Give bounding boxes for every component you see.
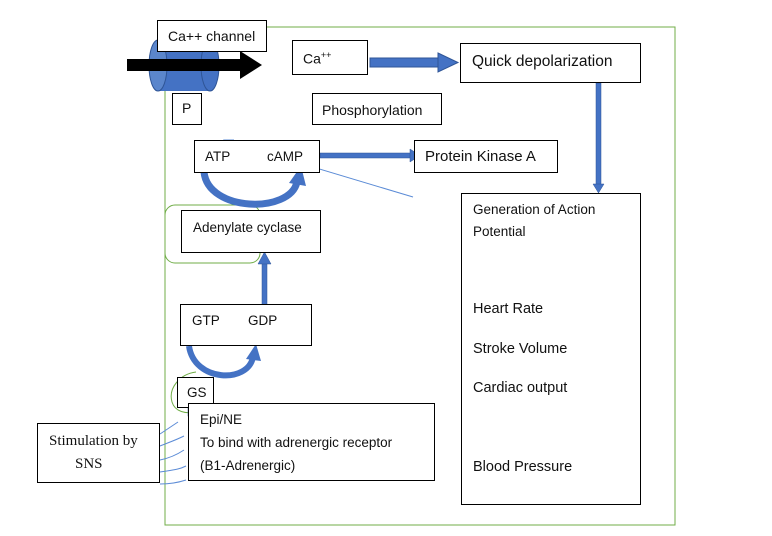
stroke-volume-label: Stroke Volume bbox=[473, 341, 568, 357]
sns-stimulation-box: Stimulation by SNS bbox=[37, 423, 160, 483]
depolarization-to-generation-arrow-icon bbox=[592, 82, 605, 194]
protein-kinase-a-label: Protein Kinase A bbox=[425, 148, 536, 165]
ca-channel-label: Ca++ channel bbox=[168, 28, 256, 44]
blood-pressure-label: Blood Pressure bbox=[473, 459, 573, 475]
gs-highlight-arc bbox=[170, 371, 197, 414]
heart-rate-label: Heart Rate bbox=[473, 301, 544, 317]
cardiac-output-label: Cardiac output bbox=[473, 380, 568, 396]
gs-box: GS bbox=[177, 377, 214, 408]
quick-depolarization-label: Quick depolarization bbox=[472, 53, 613, 70]
adenylate-cyclase-label: Adenylate cyclase bbox=[193, 220, 302, 235]
camp-to-pka-arrow-icon bbox=[319, 148, 421, 163]
ca-ion-charge: ++ bbox=[320, 50, 332, 60]
generation-action-potential-box: Generation of Action Potential Heart Rat… bbox=[461, 193, 641, 505]
gs-label: GS bbox=[187, 385, 207, 400]
ca-ion-box: Ca++ bbox=[292, 40, 368, 75]
generation-title-line1: Generation of Action bbox=[473, 202, 596, 217]
quick-depolarization-box: Quick depolarization bbox=[460, 43, 641, 83]
p-label: P bbox=[182, 100, 192, 116]
ca-channel-box: Ca++ channel bbox=[157, 20, 267, 52]
atp-camp-box: ATP cAMP bbox=[194, 140, 320, 173]
gdp-label: GDP bbox=[248, 313, 278, 328]
phosphorylation-label: Phosphorylation bbox=[322, 102, 423, 118]
epi-ne-line2: To bind with adrenergic receptor bbox=[200, 435, 393, 450]
generation-title-line2: Potential bbox=[473, 224, 526, 239]
ca-to-depolarization-arrow-icon bbox=[369, 52, 460, 73]
atp-label: ATP bbox=[205, 149, 231, 164]
gtp-label: GTP bbox=[192, 313, 220, 328]
outer-frame bbox=[164, 26, 676, 526]
black-influx-arrow-icon bbox=[127, 51, 262, 79]
sns-connector-lines bbox=[159, 421, 187, 485]
sns-line2: SNS bbox=[75, 456, 103, 472]
gtp-gdp-box: GTP GDP bbox=[180, 304, 312, 346]
epi-ne-line1: Epi/NE bbox=[200, 412, 243, 427]
camp-label: cAMP bbox=[267, 149, 304, 164]
adenylate-cyclase-box: Adenylate cyclase bbox=[181, 210, 321, 253]
ca-ion-label: Ca++ bbox=[303, 50, 332, 67]
epi-ne-box: Epi/NE To bind with adrenergic receptor … bbox=[188, 403, 435, 481]
p-box: P bbox=[172, 93, 202, 125]
gtp-to-gdp-curved-arrow-icon bbox=[186, 344, 261, 379]
epi-ne-line3: (B1-Adrenergic) bbox=[200, 458, 296, 473]
phosphorylation-box: Phosphorylation bbox=[312, 93, 442, 125]
protein-kinase-a-box: Protein Kinase A bbox=[414, 140, 558, 173]
sns-line1: Stimulation by bbox=[49, 433, 138, 449]
gdp-to-cyclase-arrow-icon bbox=[257, 251, 272, 310]
